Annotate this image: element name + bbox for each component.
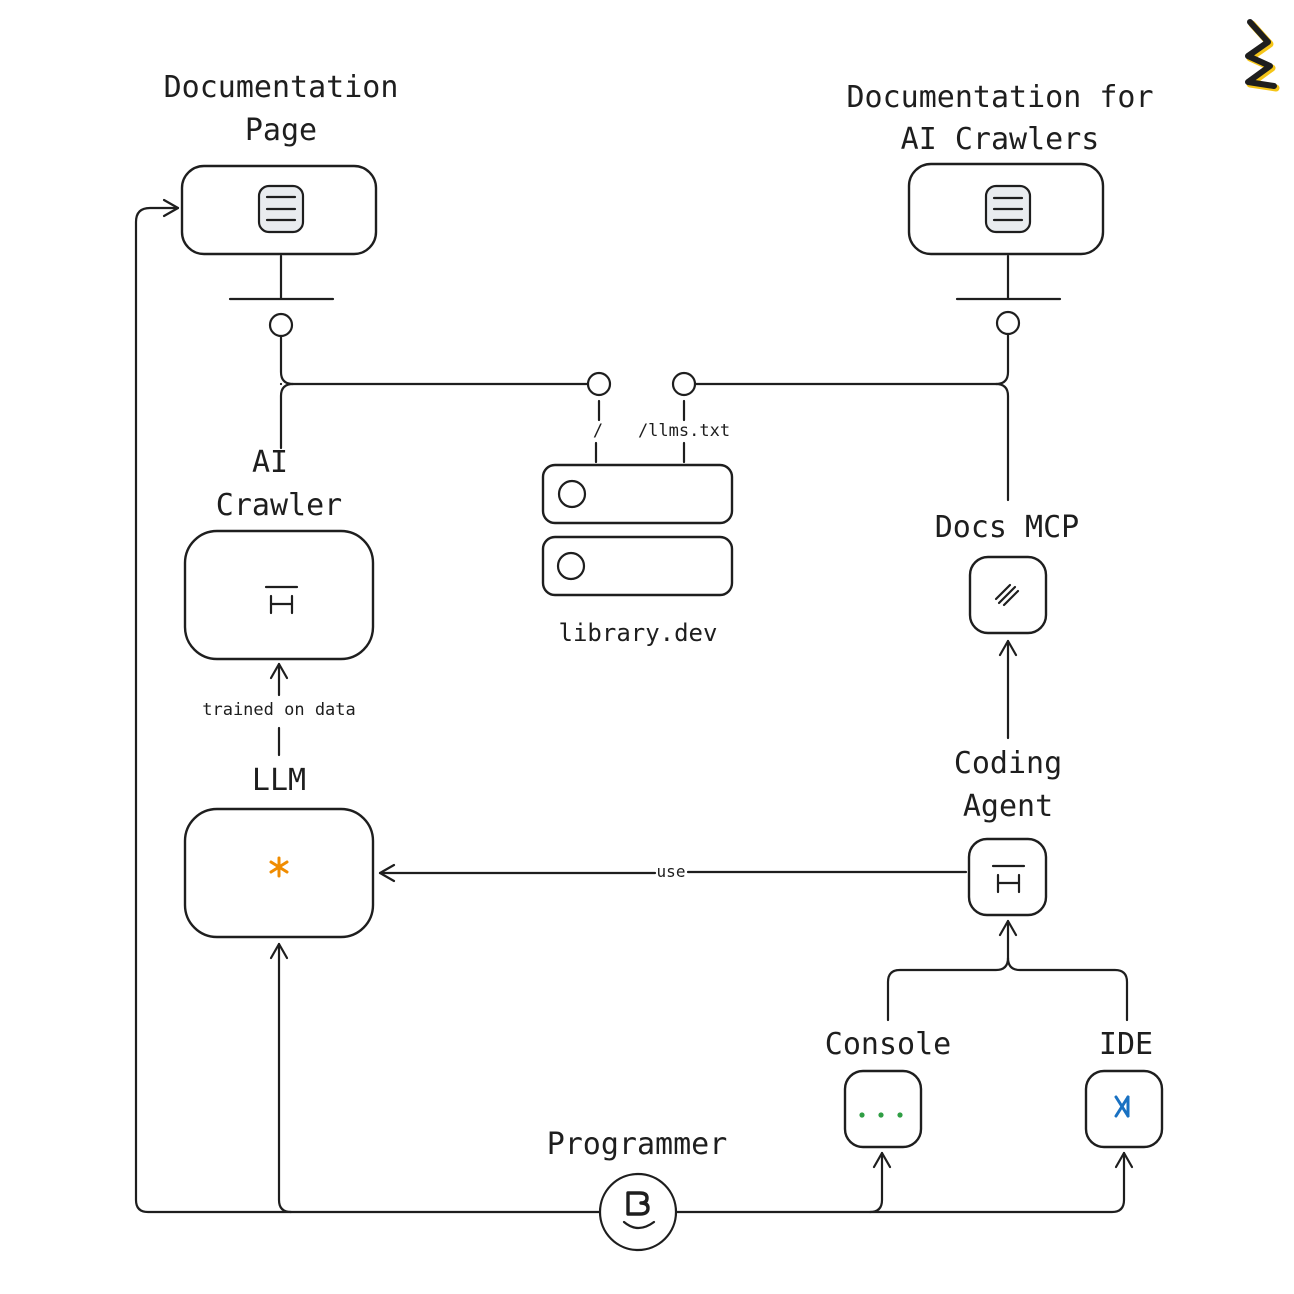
programmer-node[interactable] [598, 1172, 678, 1252]
server-node[interactable] [541, 463, 734, 597]
programmer-edges [134, 198, 1134, 1214]
server-label: library.dev [559, 619, 718, 647]
mcp-logo-icon [994, 583, 1020, 607]
zigzag-logo-icon [1245, 19, 1280, 92]
ai-crawler-label-2: Crawler [216, 488, 342, 523]
ai-crawler-node[interactable] [183, 529, 375, 661]
ide-label: IDE [1099, 1027, 1153, 1062]
llm-node[interactable] [183, 807, 375, 939]
doc-page-label-1: Documentation [164, 70, 399, 105]
use-edge-label: use [657, 862, 686, 881]
ai-crawler-label-1: AI [252, 445, 288, 480]
console-label: Console [825, 1027, 951, 1062]
trained-edge-label: trained on data [202, 700, 356, 720]
asterisk-icon [269, 856, 289, 878]
doc-ai-node[interactable] [907, 162, 1105, 256]
connector-lines-top [279, 332, 1010, 502]
vscode-icon [1114, 1095, 1130, 1118]
root-path-label: / [593, 421, 603, 441]
doc-page-stand [228, 254, 335, 338]
document-list-icon [984, 184, 1032, 234]
doc-page-node[interactable] [180, 164, 378, 256]
docs-mcp-label: Docs MCP [935, 510, 1080, 545]
console-ide-merge-edge [886, 919, 1129, 1022]
document-list-icon [257, 184, 305, 234]
cursor-i-beam-icon [991, 864, 1026, 894]
server-stack-icon [541, 463, 734, 597]
docs-mcp-node[interactable] [968, 555, 1048, 635]
doc-page-label-2: Page [245, 113, 317, 148]
coding-agent-node[interactable] [967, 837, 1048, 917]
coding-agent-label-2: Agent [963, 789, 1053, 824]
console-node[interactable] [843, 1069, 923, 1149]
coding-agent-label-1: Coding [954, 746, 1062, 781]
doc-ai-label-2: AI Crawlers [901, 122, 1100, 157]
doc-ai-stand [955, 254, 1062, 336]
doc-ai-label-1: Documentation for [846, 80, 1153, 115]
llms-path-label: /llms.txt [638, 421, 730, 441]
ide-node[interactable] [1084, 1069, 1164, 1149]
cursor-i-beam-icon [264, 585, 299, 615]
programmer-label: Programmer [547, 1127, 728, 1162]
cool-face-icon [622, 1191, 656, 1230]
llm-label: LLM [252, 763, 306, 798]
ellipsis-icon [859, 1112, 903, 1118]
